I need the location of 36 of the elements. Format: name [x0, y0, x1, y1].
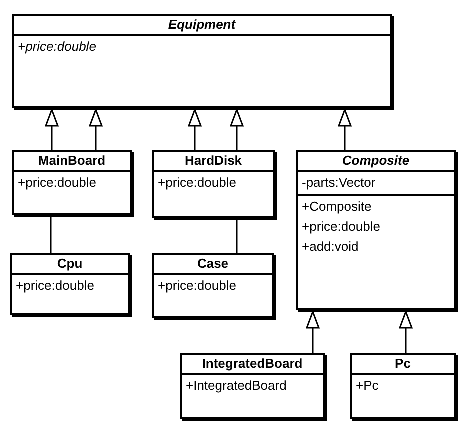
inheritance-arrow	[230, 109, 244, 150]
class-member: +price:double	[302, 218, 382, 236]
class-name: Composite	[341, 152, 411, 170]
class-name: Equipment	[167, 16, 237, 34]
class-member: +price:double	[158, 277, 238, 295]
class-box	[12, 150, 132, 215]
association-line	[236, 220, 238, 253]
class-box	[350, 353, 456, 419]
class-box	[152, 150, 275, 218]
inheritance-arrow	[45, 109, 59, 150]
class-member: +price:double	[18, 174, 98, 192]
class-member: +add:void	[302, 238, 360, 256]
class-box	[296, 150, 456, 310]
class-name: IntegratedBoard	[201, 355, 304, 373]
class-member: +price:double	[158, 174, 238, 192]
inheritance-arrow	[188, 109, 202, 150]
association-line	[50, 217, 52, 253]
class-name: Case	[196, 255, 230, 273]
class-member: +Composite	[302, 198, 373, 216]
class-name: Cpu	[56, 255, 84, 273]
class-member: +IntegratedBoard	[186, 377, 288, 395]
inheritance-arrow	[89, 109, 103, 150]
class-member: -parts:Vector	[302, 174, 377, 192]
class-member: +Pc	[356, 377, 380, 395]
class-name: HardDisk	[184, 152, 244, 170]
class-box	[10, 253, 130, 315]
inheritance-arrow	[338, 109, 352, 150]
class-box	[152, 253, 274, 318]
class-box	[12, 14, 392, 108]
inheritance-arrow	[399, 311, 413, 353]
class-box	[180, 353, 325, 419]
class-name: MainBoard	[37, 152, 107, 170]
class-member: +price:double	[16, 277, 96, 295]
class-member: +price:double	[18, 38, 98, 56]
class-name: Pc	[394, 355, 412, 373]
inheritance-arrow	[306, 311, 320, 353]
